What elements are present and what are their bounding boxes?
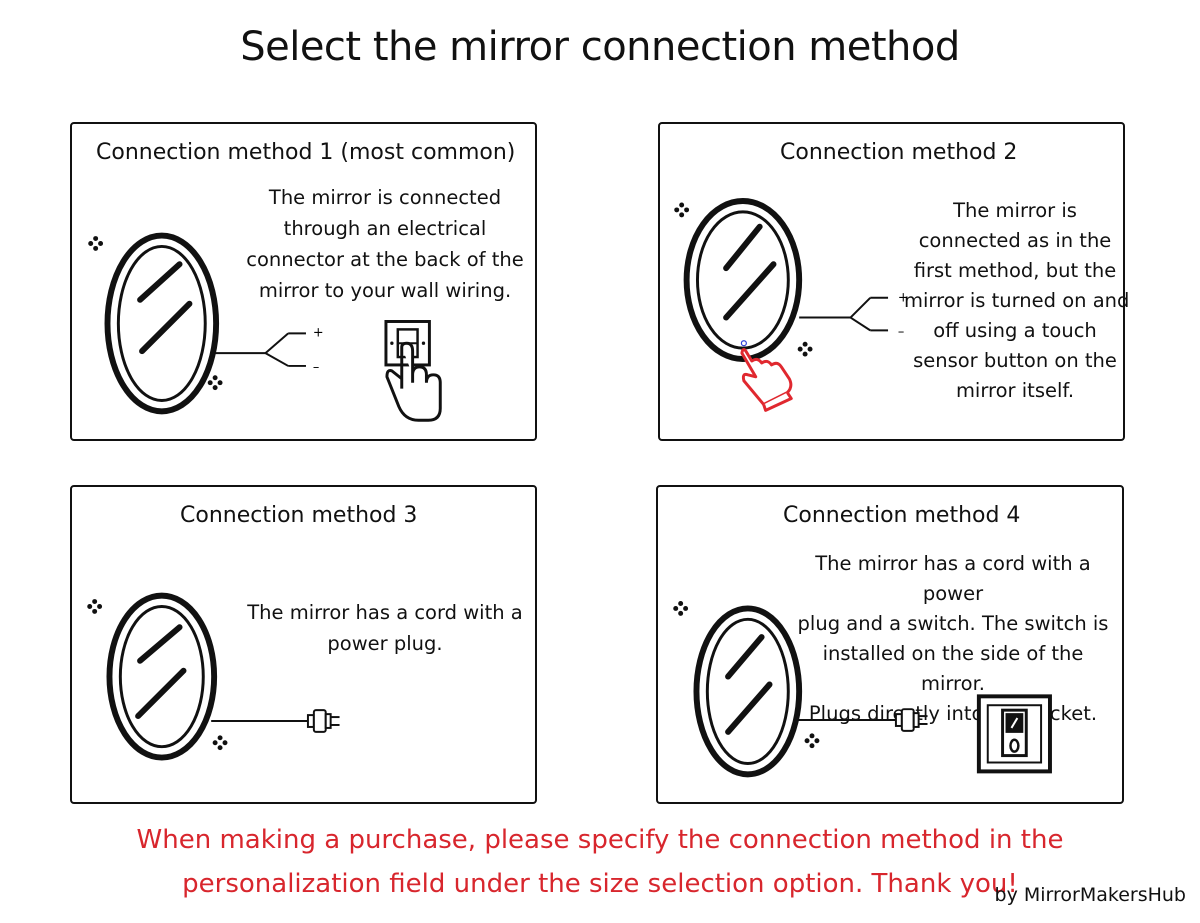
wires-icon	[214, 332, 306, 367]
byline: by MirrorMakersHub	[994, 884, 1186, 906]
sparkle-icon	[674, 202, 690, 218]
sparkle-icon	[88, 236, 104, 251]
sparkle-icon	[797, 341, 813, 357]
wires-icon	[799, 296, 889, 332]
card-title: Connection method 4	[783, 503, 1021, 528]
oval-mirror-icon	[106, 592, 218, 761]
connection-method-4-card[interactable]: Connection method 4 The mirror has a cor…	[656, 485, 1124, 804]
oval-mirror-icon	[683, 198, 803, 362]
touch-sensor-icon	[740, 340, 747, 347]
rocker-switch-icon	[976, 694, 1052, 774]
card-description: The mirror is connected through an elect…	[246, 186, 524, 302]
sparkle-icon	[212, 735, 228, 751]
minus-label: –	[898, 324, 904, 339]
oval-mirror-icon	[104, 232, 220, 415]
sparkle-icon	[673, 601, 689, 616]
touch-hand-icon	[740, 348, 793, 412]
sparkle-icon	[87, 599, 103, 614]
power-plug-icon	[306, 709, 340, 733]
minus-label: –	[313, 360, 319, 375]
method-2-illustration: + –	[674, 198, 909, 412]
card-title: Connection method 1 (most common)	[96, 140, 516, 165]
card-title: Connection method 2	[780, 140, 1018, 165]
plus-label: +	[898, 291, 909, 306]
sparkle-icon	[207, 375, 223, 391]
power-plug-icon	[894, 708, 928, 732]
purchase-note: When making a purchase, please specify t…	[136, 825, 1064, 899]
card-title: Connection method 3	[180, 503, 418, 528]
wall-switch-hand-icon	[384, 320, 442, 422]
plus-label: +	[313, 325, 324, 340]
page-title: Select the mirror connection method	[240, 24, 960, 70]
connection-method-2-card[interactable]: Connection method 2 The mirror is connec…	[658, 122, 1130, 441]
method-1-illustration: + –	[88, 232, 442, 422]
card-description: The mirror is connected as in the first …	[904, 199, 1130, 402]
method-4-illustration	[673, 601, 1052, 778]
connection-method-1-card[interactable]: Connection method 1 (most common) The mi…	[70, 122, 537, 441]
connection-method-3-card[interactable]: Connection method 3 The mirror has a cor…	[70, 485, 537, 804]
oval-mirror-icon	[693, 605, 803, 778]
sparkle-icon	[804, 733, 820, 749]
method-3-illustration	[87, 592, 340, 761]
card-description: The mirror has a cord with a power plug.	[247, 601, 523, 655]
